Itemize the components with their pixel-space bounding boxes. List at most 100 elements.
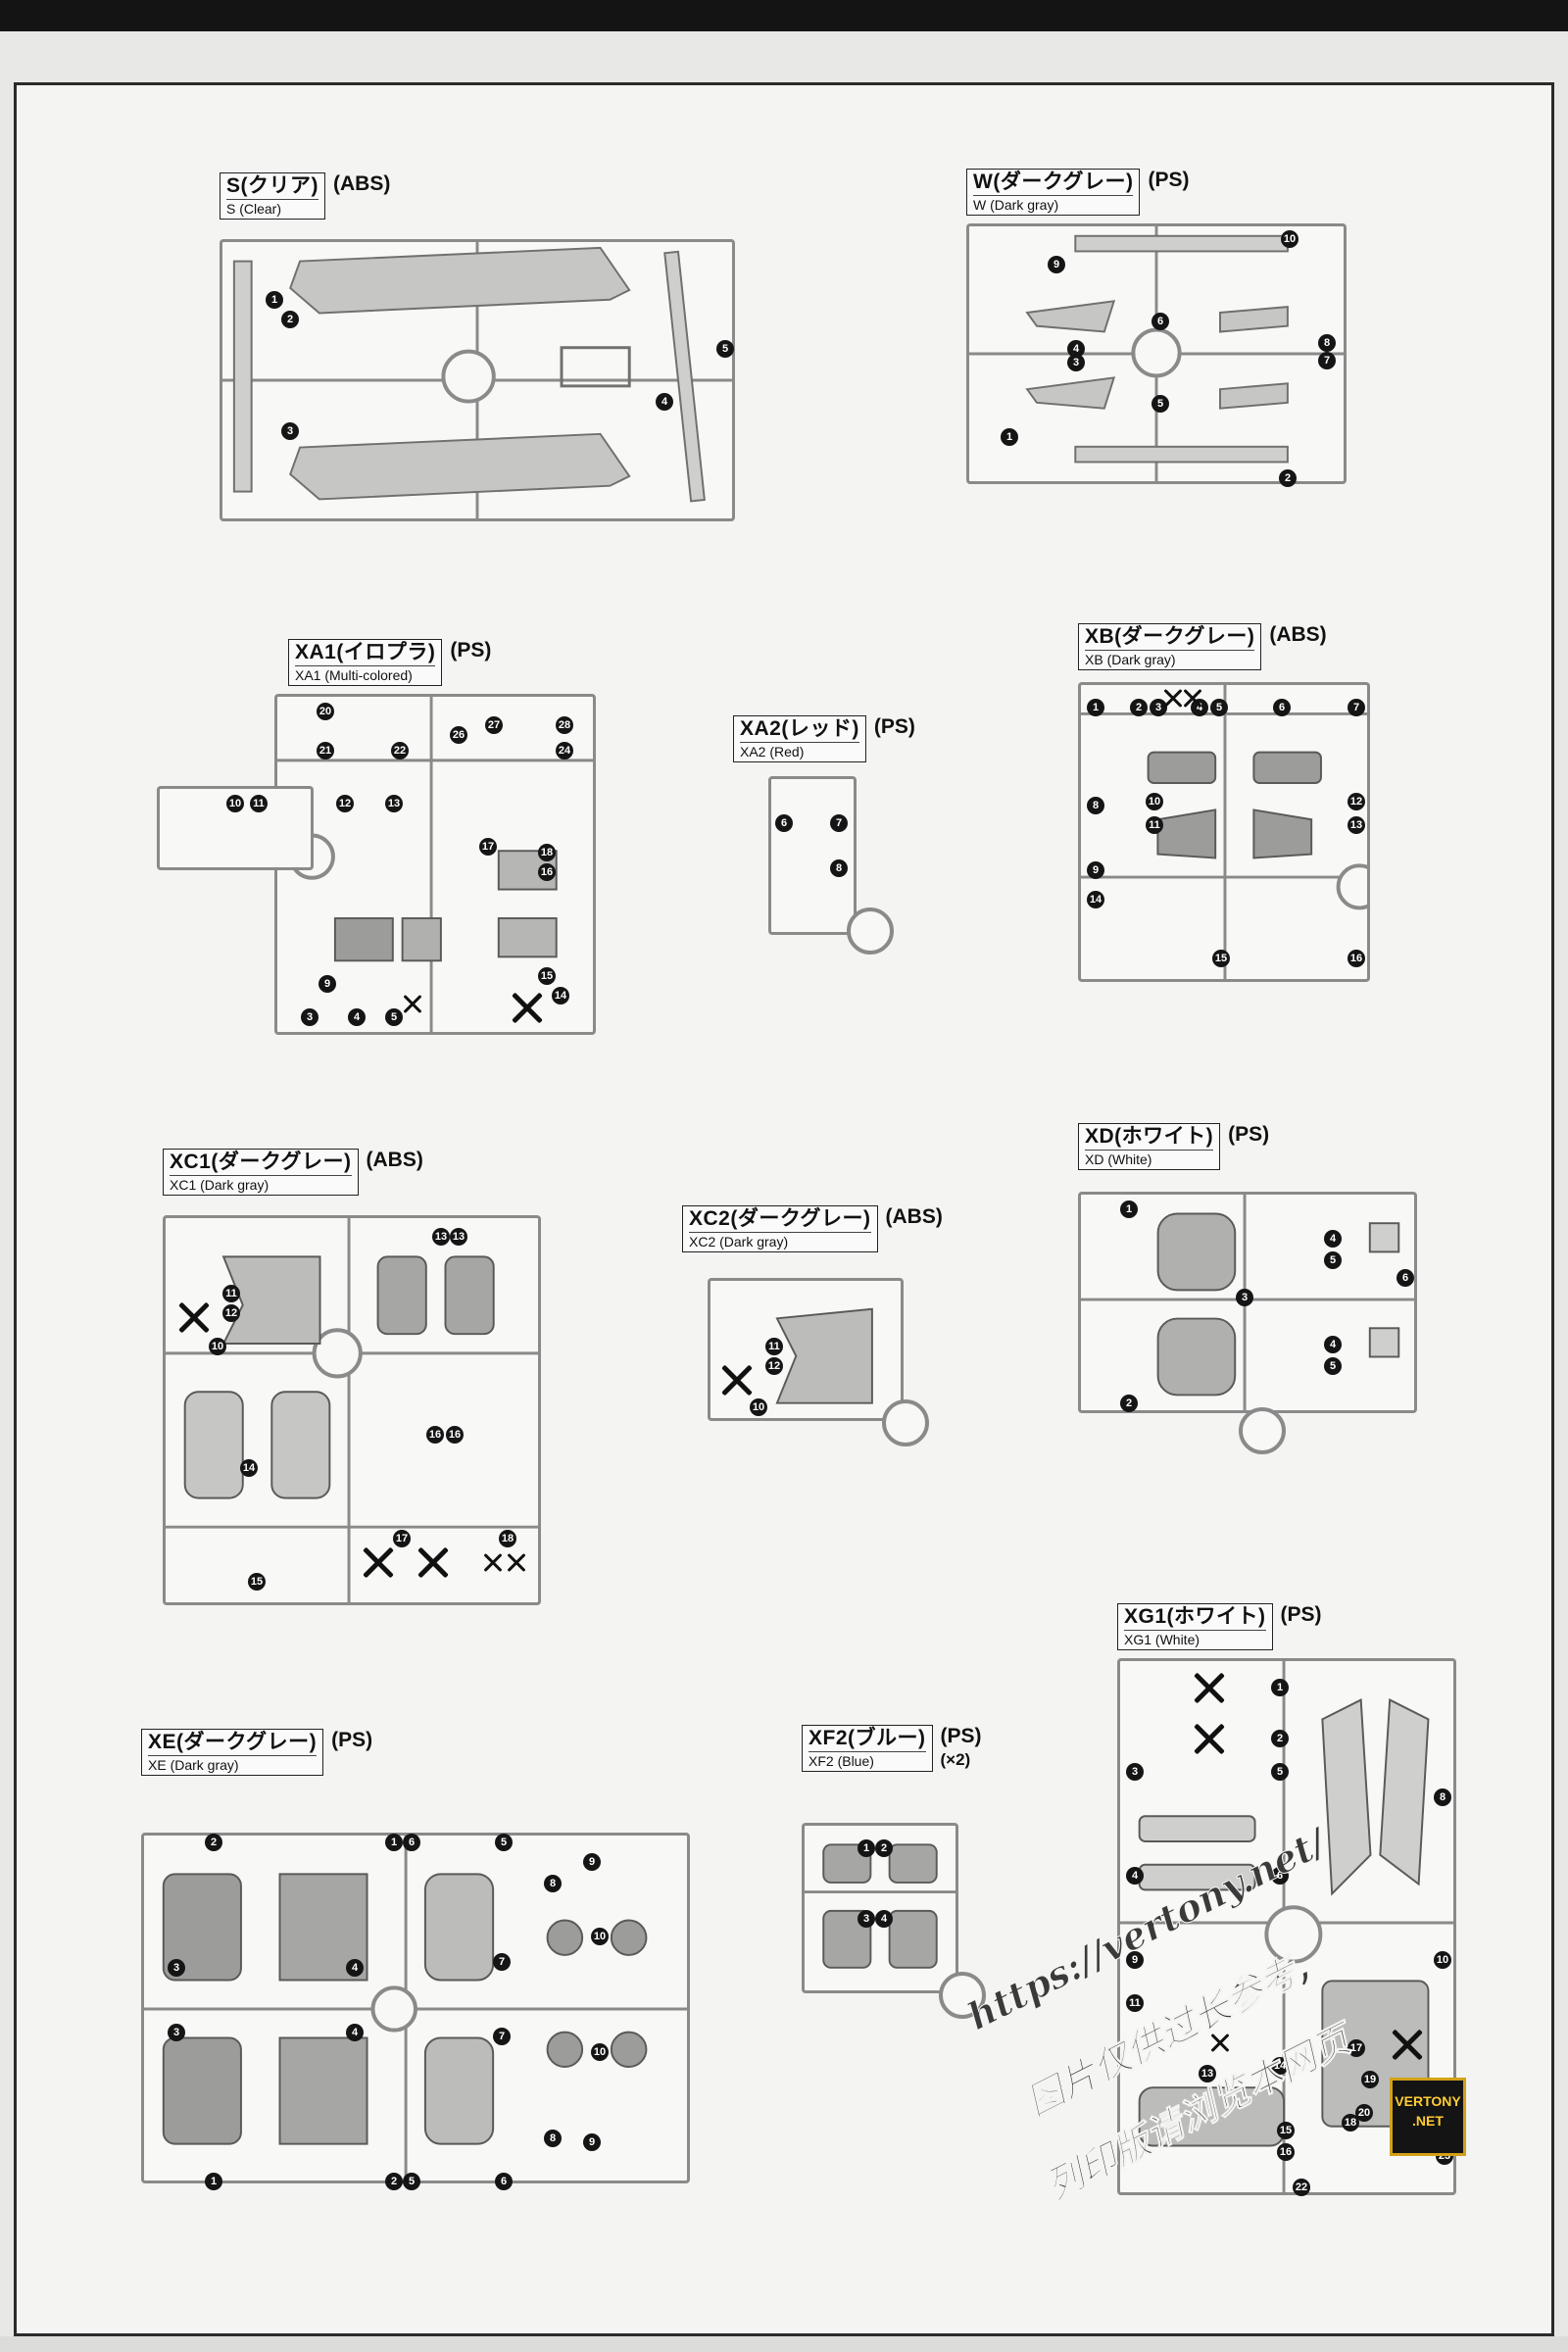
part-number-badge: 11 — [1126, 1994, 1144, 2012]
part-number-badge: 7 — [830, 814, 848, 832]
sprue-w: W(ダークグレー)W (Dark gray)(PS) 9 10 3 4 6 5 … — [966, 169, 1358, 492]
sprue-label: XG1(ホワイト)XG1 (White)(PS) — [1117, 1603, 1322, 1650]
sprue-quantity: (×2) — [940, 1750, 971, 1769]
sprue-runner: 1 2 3 4 — [802, 1823, 958, 1993]
part-number-badge: 12 — [222, 1304, 240, 1322]
bottom-strip — [0, 2336, 1568, 2352]
part-number-badge: 1 — [1271, 1679, 1289, 1696]
part-number-badge: 17 — [479, 838, 497, 856]
sprue-name-en: XE (Dark gray) — [148, 1755, 318, 1773]
part-number-badge: 10 — [591, 1928, 609, 1945]
part-number-badge: 5 — [1324, 1357, 1342, 1375]
part-number-badge: 13 — [1199, 2065, 1216, 2082]
part-number-badge: 11 — [250, 795, 268, 812]
part-number-badge: 8 — [544, 2130, 562, 2147]
part-number-badge: 3 — [1126, 1763, 1144, 1781]
part-number-badge: 13 — [1348, 816, 1365, 834]
part-number-badge: 3 — [168, 1959, 185, 1977]
part-number-badge: 28 — [556, 716, 573, 734]
part-number-badge: 18 — [1342, 2114, 1359, 2132]
part-number-badge: 10 — [1434, 1951, 1451, 1969]
unused-part-mark — [1193, 1722, 1226, 1755]
sprue-name-en: XB (Dark gray) — [1085, 650, 1255, 667]
part-number-badge: 13 — [450, 1228, 467, 1246]
sprue-name-jp: XC1(ダークグレー) — [170, 1151, 352, 1173]
sprue-name-jp: XD(ホワイト) — [1085, 1125, 1214, 1148]
part-number-badge: 5 — [1152, 395, 1169, 413]
part-number-badge: 2 — [385, 2173, 403, 2190]
sprue-material: (ABS) — [1269, 623, 1327, 646]
part-number-badge: 10 — [209, 1338, 226, 1355]
unused-part-mark — [403, 995, 422, 1014]
sprue-name-jp: XE(ダークグレー) — [148, 1731, 318, 1753]
sprue-name-jp: XA2(レッド) — [740, 717, 859, 740]
part-number-badge: 8 — [1087, 797, 1104, 814]
sprue-material: (PS) — [873, 715, 915, 738]
sprue-name-en: W (Dark gray) — [973, 195, 1134, 213]
part-number-badge: 4 — [875, 1910, 893, 1928]
unused-part-mark — [1193, 1671, 1226, 1704]
sprue-material: (PS) (×2) — [941, 1725, 982, 1772]
part-number-badge: 7 — [1318, 352, 1336, 369]
part-number-badge: 17 — [393, 1530, 411, 1547]
part-number-badge: 21 — [317, 742, 334, 760]
sprue-material: (PS) — [1228, 1123, 1270, 1146]
sprue-name-jp: W(ダークグレー) — [973, 171, 1134, 193]
sprue-parts-drawing — [1120, 1661, 1453, 2192]
part-number-badge: 16 — [1277, 2143, 1295, 2161]
sprue-xc2: XC2(ダークグレー)XC2 (Dark gray)(ABS) 11 12 10 — [682, 1205, 996, 1460]
part-number-badge: 6 — [1152, 313, 1169, 330]
sprue-parts-drawing — [166, 1218, 538, 1602]
sprue-label: S(クリア)S (Clear)(ABS) — [220, 172, 390, 220]
sprue-xf2: XF2(ブルー)XF2 (Blue)(PS)(×2) 1 2 3 4 — [802, 1725, 1037, 2038]
part-number-badge: 10 — [750, 1398, 767, 1416]
sprue-parts-drawing — [144, 1836, 687, 2180]
part-number-badge: 16 — [426, 1426, 444, 1444]
sprue-material: (ABS) — [366, 1149, 423, 1171]
sprue-name-en: XA2 (Red) — [740, 742, 859, 760]
badge-line-1: VERTONY — [1395, 2093, 1461, 2109]
sprue-material-text: (PS) — [940, 1725, 982, 1747]
sprue-name-jp: XB(ダークグレー) — [1085, 625, 1255, 648]
part-number-badge: 1 — [385, 1834, 403, 1851]
part-number-badge: 27 — [485, 716, 503, 734]
part-number-badge: 5 — [495, 1834, 513, 1851]
sprue-name-jp: XC2(ダークグレー) — [689, 1207, 871, 1230]
sprue-name-en: XA1 (Multi-colored) — [295, 665, 436, 683]
part-number-badge: 9 — [318, 975, 336, 993]
part-number-badge: 2 — [875, 1839, 893, 1857]
part-number-badge: 12 — [336, 795, 354, 812]
part-number-badge: 4 — [1067, 340, 1085, 358]
part-number-badge: 2 — [1130, 699, 1148, 716]
sprue-label: XC2(ダークグレー)XC2 (Dark gray)(ABS) — [682, 1205, 943, 1252]
unused-part-mark — [483, 1553, 503, 1573]
badge-line-2: .NET — [1412, 2113, 1444, 2129]
sprue-xa1: XA1(イロプラ)XA1 (Multi-colored)(PS) 20 21 2… — [157, 639, 608, 1051]
sprue-parts-drawing — [1081, 685, 1367, 979]
part-number-badge: 3 — [168, 2024, 185, 2041]
part-number-badge: 5 — [385, 1008, 403, 1026]
part-number-badge: 8 — [830, 859, 848, 877]
part-number-badge: 11 — [222, 1285, 240, 1302]
sprue-runner: 1 2 3 4 5 6 7 8 10 11 12 13 9 14 15 16 — [1078, 682, 1370, 982]
sprue-runner: 9 10 3 4 6 5 8 7 1 2 — [966, 223, 1347, 487]
sprue-runner: 2 1 6 5 9 8 3 4 7 10 3 4 7 10 8 9 1 2 5 … — [141, 1833, 690, 2190]
unused-part-mark — [362, 1545, 395, 1579]
part-number-badge: 15 — [538, 967, 556, 985]
part-number-badge: 2 — [281, 311, 299, 328]
sprue-gate-circle — [1239, 1407, 1286, 1454]
part-number-badge: 1 — [858, 1839, 875, 1857]
part-number-badge: 9 — [583, 2133, 601, 2151]
part-number-badge: 6 — [1396, 1269, 1414, 1287]
part-number-badge: 5 — [716, 340, 734, 358]
part-number-badge: 8 — [544, 1875, 562, 1892]
part-number-badge: 5 — [1324, 1251, 1342, 1269]
sprue-label: XD(ホワイト)XD (White)(PS) — [1078, 1123, 1269, 1170]
sprue-label: XC1(ダークグレー)XC1 (Dark gray)(ABS) — [163, 1149, 423, 1196]
part-number-badge: 18 — [538, 844, 556, 861]
part-number-badge: 26 — [450, 726, 467, 744]
part-number-badge: 1 — [205, 2173, 222, 2190]
part-number-badge: 1 — [266, 291, 283, 309]
part-number-badge: 2 — [1271, 1730, 1289, 1747]
unused-part-mark — [1210, 2034, 1230, 2053]
